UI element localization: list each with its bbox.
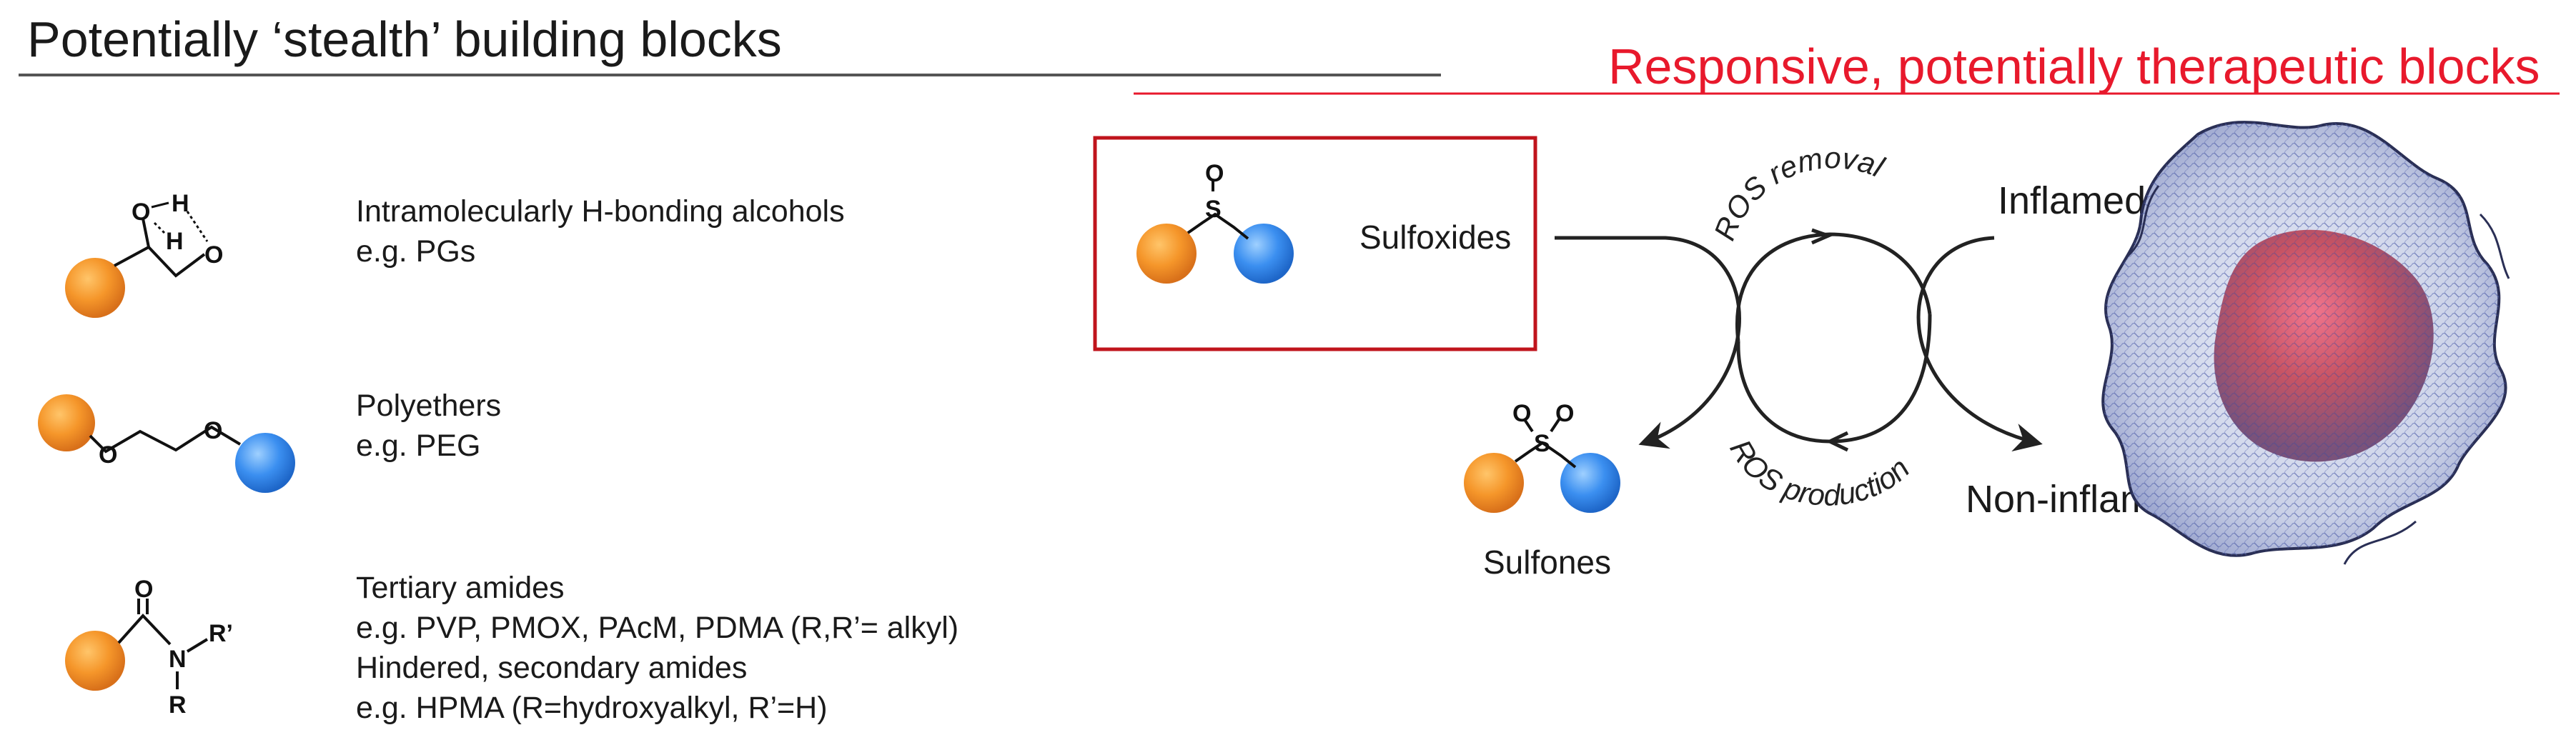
- sulfone-atom-s: S: [1534, 430, 1550, 457]
- amide-structure: O N R’ R: [65, 576, 233, 719]
- amide-atom-r-prime: R’: [209, 620, 233, 647]
- left-section-title: Potentially ‘stealth’ building blocks: [27, 11, 782, 67]
- amide-atom-r: R: [169, 691, 187, 719]
- sulfones-label: Sulfones: [1483, 544, 1612, 581]
- inflammation-arrow: [1916, 236, 2043, 452]
- right-section-title: Responsive, potentially therapeutic bloc…: [1608, 39, 2540, 94]
- polyether-structure: O O: [38, 394, 295, 493]
- ether-atom-o1: O: [99, 441, 117, 469]
- alcohol-atom-h1: H: [172, 190, 189, 217]
- redox-cycle: [1555, 228, 2043, 452]
- tertiary-amide-examples: e.g. PVP, PMOX, PAcM, PDMA (R,R’= alkyl): [356, 611, 959, 645]
- polyether-description: Polyethers e.g. PEG: [356, 386, 501, 466]
- polyether-class-label: Polyethers: [356, 389, 502, 423]
- blue-bead-icon: [1234, 224, 1294, 284]
- alcohol-structure: O H H O: [65, 190, 223, 318]
- sulfone-atom-o1: O: [1512, 400, 1531, 427]
- sulfoxide-atom-s: S: [1205, 196, 1222, 223]
- left-title-underline: [19, 74, 1441, 76]
- oxidation-arrow: [1555, 236, 1741, 449]
- orange-bead-icon: [38, 394, 95, 451]
- ether-atom-o2: O: [204, 417, 222, 444]
- ros-production-text: ROS production: [1723, 434, 1916, 512]
- ros-removal-arrowhead: [1811, 228, 1833, 245]
- polyether-example-label: e.g. PEG: [356, 429, 481, 463]
- amide-atom-n: N: [169, 646, 187, 673]
- orange-bead-icon: [65, 258, 125, 318]
- secondary-amide-example: e.g. HPMA (R=hydroxyalkyl, R’=H): [356, 691, 828, 725]
- ros-removal-text: ROS removal: [1708, 141, 1890, 244]
- alcohol-example-label: e.g. PGs: [356, 234, 476, 269]
- orange-bead-icon: [1136, 224, 1197, 284]
- blue-bead-icon: [235, 433, 295, 493]
- blue-bead-icon: [1560, 453, 1620, 513]
- amide-description: Tertiary amides e.g. PVP, PMOX, PAcM, PD…: [356, 568, 958, 728]
- orange-bead-icon: [65, 631, 125, 691]
- alcohol-atom-h2: H: [166, 228, 184, 255]
- sulfone-atom-o2: O: [1555, 400, 1574, 427]
- ros-production-arc: [1736, 314, 1932, 444]
- orange-bead-icon: [1464, 453, 1524, 513]
- ros-removal-arc: [1735, 232, 1932, 342]
- ros-production-arrowhead: [1826, 431, 1849, 452]
- alcohol-class-label: Intramolecularly H-bonding alcohols: [356, 194, 845, 229]
- amide-atom-o: O: [134, 576, 153, 603]
- sulfoxide-structure: O S: [1136, 160, 1294, 284]
- sulfoxide-atom-o: O: [1205, 160, 1224, 187]
- sulfoxides-label: Sulfoxides: [1359, 219, 1512, 256]
- inflamed-label: Inflamed: [1998, 179, 2146, 222]
- sulfone-structure: O O S: [1464, 400, 1620, 513]
- tertiary-amide-label: Tertiary amides: [356, 571, 565, 605]
- alcohol-atom-o2: O: [204, 241, 223, 269]
- macrophage-cell-image: [2101, 121, 2510, 565]
- secondary-amide-label: Hindered, secondary amides: [356, 651, 748, 685]
- alcohol-description: Intramolecularly H-bonding alcohols e.g.…: [356, 191, 845, 271]
- alcohol-atom-o1: O: [132, 199, 150, 226]
- sulfoxide-highlight-box: [1093, 136, 1537, 351]
